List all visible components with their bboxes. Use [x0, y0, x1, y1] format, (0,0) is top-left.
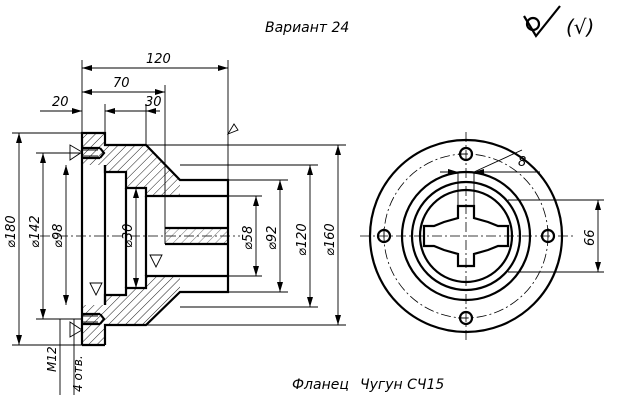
caption-part-name: Фланец: [292, 377, 349, 393]
dim-d-hub-bore: ⌀58: [241, 226, 256, 250]
front-dimensions: 8 66: [440, 149, 604, 273]
section-dimensions: 120 70 20 30 ⌀180 ⌀142 ⌀98: [4, 52, 346, 395]
dim-length-flange: 20: [52, 95, 69, 110]
dim-d-bore: ⌀30: [121, 224, 136, 248]
dim-thread: M12: [45, 346, 59, 372]
dim-keyway-height: 66: [583, 229, 598, 246]
threaded-hole-bottom: [82, 312, 106, 326]
dim-d-recess: ⌀98: [51, 224, 66, 248]
caption-material: Чугун СЧ15: [360, 377, 444, 393]
dim-length-step: 30: [145, 95, 162, 110]
dim-d-outer: ⌀180: [4, 215, 19, 248]
section-view: [40, 123, 240, 347]
roughness-symbol: (√): [523, 5, 594, 39]
section-outline-top: [80, 131, 230, 345]
roughness-note: (√): [566, 15, 594, 39]
dim-d-shoulder: ⌀120: [295, 223, 310, 256]
spline-bore: [422, 204, 510, 268]
drawing-title: Вариант 24: [265, 20, 349, 36]
section-outline-bottom: [103, 236, 230, 345]
dim-d-hub-outer: ⌀92: [265, 226, 280, 250]
dim-length-mid: 70: [113, 76, 130, 91]
hatch-lower: [82, 276, 180, 345]
front-view: [360, 132, 574, 340]
dim-holes: 4 отв.: [71, 355, 85, 392]
dim-d-neck: ⌀160: [323, 223, 338, 256]
dim-keyway-width: 8: [518, 155, 526, 170]
dim-d-bolt-circle: ⌀142: [28, 215, 43, 248]
threaded-hole-top: [82, 146, 106, 160]
dim-length-total: 120: [146, 52, 171, 67]
hatch-upper: [82, 133, 180, 196]
